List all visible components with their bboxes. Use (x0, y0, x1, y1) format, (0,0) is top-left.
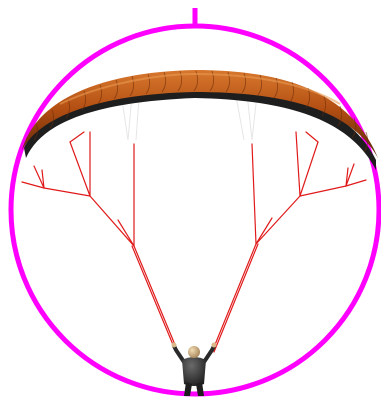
pilot-figure-icon (172, 343, 217, 397)
